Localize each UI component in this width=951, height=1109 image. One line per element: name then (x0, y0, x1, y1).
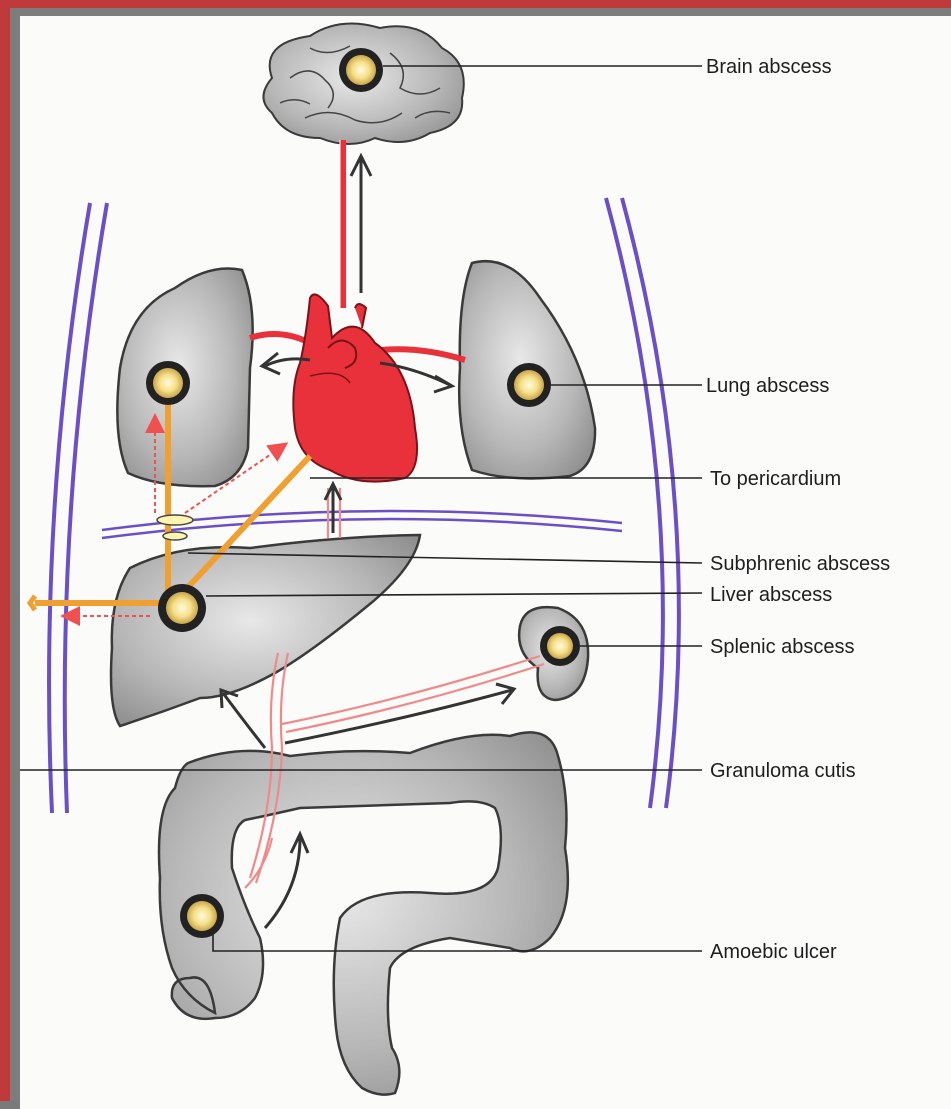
label-brain-abscess: Brain abscess (706, 56, 832, 78)
body-wall-left (49, 203, 107, 813)
label-liver-abscess: Liver abscess (710, 584, 832, 606)
lung-abscess-left-marker (146, 361, 190, 405)
arrow-ulcer-upward (265, 834, 308, 928)
body-wall-right (606, 198, 679, 808)
label-amoebic-ulcer: Amoebic ulcer (710, 941, 837, 963)
liver-abscess-marker (158, 584, 206, 632)
label-splenic-abscess: Splenic abscess (710, 636, 855, 658)
brain-abscess-marker (339, 48, 383, 92)
arrow-colon-to-liver (221, 690, 265, 748)
splenic-abscess-marker (540, 626, 580, 666)
liver (111, 535, 420, 726)
label-granuloma-cutis: Granuloma cutis (710, 760, 856, 782)
amoebic-ulcer-marker (180, 894, 224, 938)
arrow-up-to-brain (351, 156, 371, 293)
carotid-vessel (340, 140, 343, 308)
label-to-pericardium: To pericardium (710, 468, 841, 490)
label-subphrenic-abscess: Subphrenic abscess (710, 553, 890, 575)
lung-abscess-right-marker (507, 363, 551, 407)
amoebiasis-spread-diagram: Brain abscess Lung abscess To pericardiu… (20, 16, 951, 1109)
heart (293, 294, 417, 481)
label-lung-abscess: Lung abscess (706, 375, 829, 397)
diagram-panel: Brain abscess Lung abscess To pericardiu… (20, 16, 951, 1109)
